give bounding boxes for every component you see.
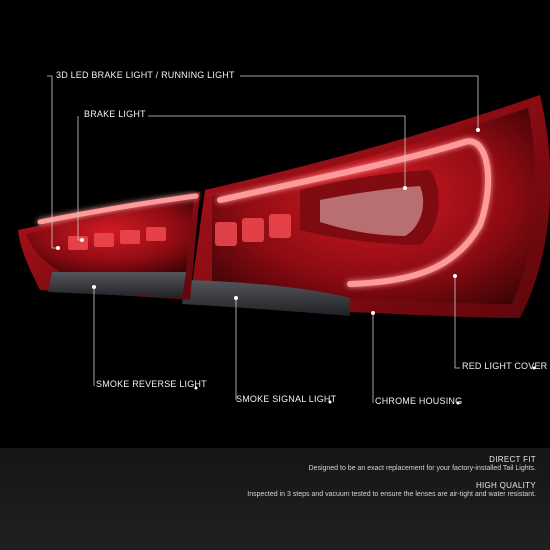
feature-info-panel: DIRECT FIT Designed to be an exact repla… bbox=[0, 448, 550, 550]
callout-smoke-signal-light: SMOKE SIGNAL LIGHT bbox=[236, 394, 337, 404]
smoke-signal-section bbox=[182, 280, 350, 316]
callout-chrome-housing: CHROME HOUSING bbox=[375, 396, 463, 406]
feature-text-direct-fit: Designed to be an exact replacement for … bbox=[308, 465, 537, 472]
callout-dots bbox=[56, 128, 536, 405]
callout-red-light-cover: RED LIGHT COVER bbox=[462, 361, 548, 371]
outer-tail-lamp bbox=[182, 95, 550, 318]
feature-title-direct-fit: DIRECT FIT bbox=[489, 455, 536, 464]
callout-led-running-light: 3D LED BRAKE LIGHT / RUNNING LIGHT bbox=[56, 70, 235, 80]
callout-smoke-reverse-light: SMOKE REVERSE LIGHT bbox=[96, 379, 207, 389]
feature-title-high-quality: HIGH QUALITY bbox=[475, 481, 536, 490]
callout-brake-light: BRAKE LIGHT bbox=[84, 109, 146, 119]
callout-lines bbox=[47, 75, 479, 403]
feature-text-high-quality: Inspected in 3 steps and vacuum tested t… bbox=[247, 491, 536, 498]
inner-tail-lamp bbox=[18, 192, 200, 300]
smoke-reverse-section bbox=[48, 272, 186, 298]
